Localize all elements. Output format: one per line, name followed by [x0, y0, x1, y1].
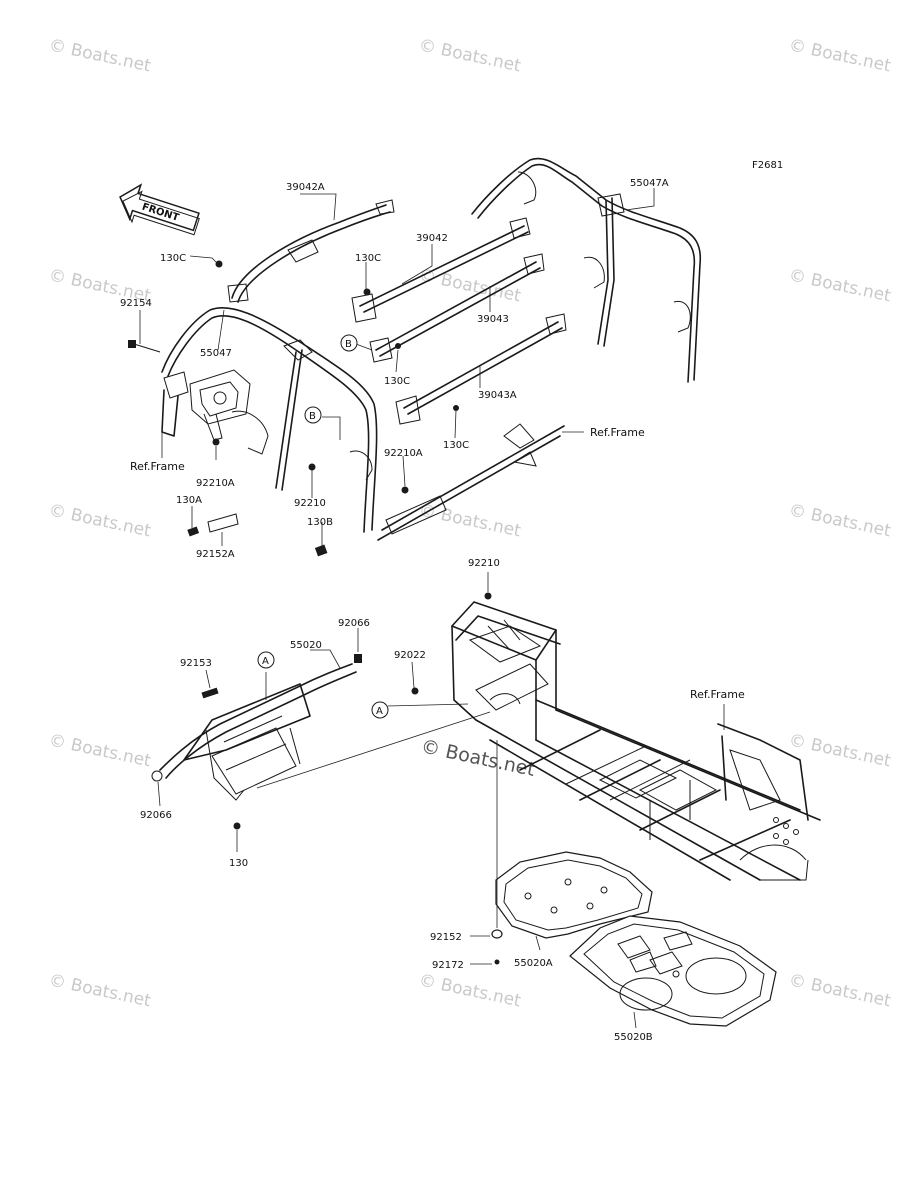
part-label-130C: 130C: [443, 440, 469, 451]
main-frame: [451, 601, 821, 881]
watermark: © Boats.net: [47, 35, 153, 76]
watermark: © Boats.net: [787, 35, 893, 76]
part-label-130: 130: [229, 858, 248, 869]
part-label-55047: 55047: [200, 348, 232, 359]
ref-frame-label: Ref.Frame: [130, 460, 185, 473]
callout-a-2: A: [371, 701, 389, 719]
part-label-55020A: 55020A: [514, 958, 553, 969]
part-label-130C: 130C: [355, 253, 381, 264]
roll-cage-assembly: [161, 157, 702, 541]
part-label-55047A: 55047A: [630, 178, 669, 189]
watermark: © Boats.net: [787, 500, 893, 541]
watermark: © Boats.net: [787, 265, 893, 306]
part-label-39043A: 39043A: [478, 390, 517, 401]
callout-b-1: B: [340, 334, 358, 352]
skid-plate-55020A: [495, 851, 653, 939]
figure-id: F2681: [752, 160, 783, 171]
bumper-55020: [151, 663, 357, 801]
watermark: © Boats.net: [417, 500, 523, 541]
ref-frame-label: Ref.Frame: [690, 688, 745, 701]
part-label-92210A: 92210A: [384, 448, 423, 459]
callout-a-1: A: [257, 651, 275, 669]
watermark: © Boats.net: [47, 500, 153, 541]
part-label-92210: 92210: [294, 498, 326, 509]
watermark: © Boats.net: [47, 730, 153, 771]
part-label-130A: 130A: [176, 495, 202, 506]
callout-a-label: A: [376, 706, 383, 717]
part-labels: 39042A 55047A 130C 39042 130C 92154 3904…: [120, 178, 745, 1043]
watermark: © Boats.net: [787, 730, 893, 771]
part-label-130C: 130C: [384, 376, 410, 387]
leader-lines-lower: [157, 572, 725, 1029]
fasteners-upper: [128, 260, 459, 557]
part-label-92172: 92172: [432, 960, 464, 971]
front-arrow-icon: FRONT: [119, 183, 200, 236]
part-label-39042A: 39042A: [286, 182, 325, 193]
part-label-92066: 92066: [140, 810, 172, 821]
fasteners-lower: [201, 592, 503, 965]
part-label-92152A: 92152A: [196, 549, 235, 560]
callout-a-label: A: [262, 656, 269, 667]
part-label-92152: 92152: [430, 932, 462, 943]
part-label-92153: 92153: [180, 658, 212, 669]
skid-plate-55020B: [569, 915, 777, 1027]
part-label-92022: 92022: [394, 650, 426, 661]
leader-lines-upper: [139, 188, 655, 546]
watermarks: © Boats.net © Boats.net © Boats.net © Bo…: [47, 35, 893, 1011]
part-label-39043: 39043: [477, 314, 509, 325]
part-label-55020: 55020: [290, 640, 322, 651]
watermark-center: © Boats.net: [419, 735, 537, 781]
watermark: © Boats.net: [417, 970, 523, 1011]
part-label-92066: 92066: [338, 618, 370, 629]
part-label-39042: 39042: [416, 233, 448, 244]
ref-frame-label: Ref.Frame: [590, 426, 645, 439]
callout-b-label: B: [345, 339, 352, 350]
watermark: © Boats.net: [417, 35, 523, 76]
part-label-92210: 92210: [468, 558, 500, 569]
callout-b-label: B: [309, 411, 316, 422]
watermark: © Boats.net: [47, 970, 153, 1011]
part-label-92210A: 92210A: [196, 478, 235, 489]
part-label-130B: 130B: [307, 517, 333, 528]
part-label-130C: 130C: [160, 253, 186, 264]
callout-b-2: B: [304, 406, 322, 424]
watermark: © Boats.net: [787, 970, 893, 1011]
part-label-55020B: 55020B: [614, 1032, 653, 1043]
part-label-92154: 92154: [120, 298, 152, 309]
